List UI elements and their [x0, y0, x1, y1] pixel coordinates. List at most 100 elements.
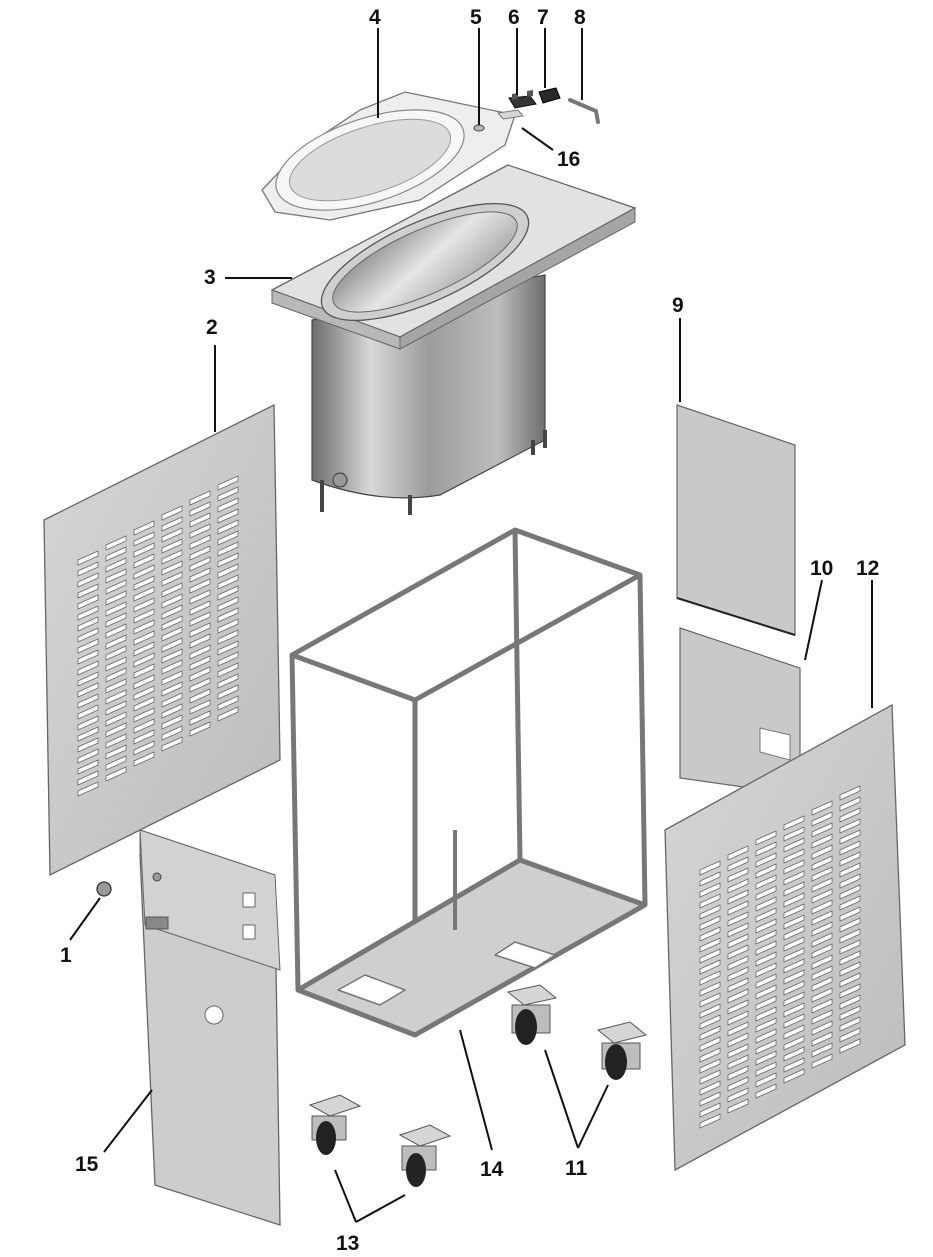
callout-14: 14 — [480, 1158, 504, 1181]
callout-15: 15 — [75, 1153, 99, 1176]
louvre-slot — [727, 922, 749, 938]
louvre-slot — [217, 662, 239, 678]
louvre-slot — [161, 714, 183, 730]
louvre-slot — [839, 994, 861, 1010]
louvre-slot — [105, 579, 127, 595]
louvre-slot — [189, 666, 211, 682]
louvre-slot — [77, 726, 99, 742]
louvre-slot — [727, 1032, 749, 1048]
louvre-slot — [105, 634, 127, 650]
louvre-slot — [133, 674, 155, 690]
louvre-slot — [755, 896, 777, 912]
louvre-slot — [699, 1069, 721, 1085]
louvre-slot — [217, 508, 239, 524]
louvre-slot — [105, 722, 127, 738]
louvre-slot — [811, 987, 833, 1003]
louvre-slot — [105, 766, 127, 782]
louvre-slot — [133, 707, 155, 723]
louvre-slot — [217, 530, 239, 546]
louvre-slot — [77, 594, 99, 610]
louvre-slot — [699, 959, 721, 975]
part-9-panel — [676, 404, 796, 636]
louvre-slot — [189, 501, 211, 517]
louvre-slot — [783, 936, 805, 952]
louvre-slot — [755, 1061, 777, 1077]
louvre-slot — [783, 1046, 805, 1062]
louvre-slot — [217, 651, 239, 667]
louvre-slot — [811, 1053, 833, 1069]
louvre-slot — [839, 1016, 861, 1032]
louvre-slot — [133, 564, 155, 580]
louvre-slot — [839, 1038, 861, 1054]
louvre-slot — [839, 939, 861, 955]
louvre-slot — [105, 656, 127, 672]
louvre-slot — [811, 855, 833, 871]
louvre-slot — [699, 937, 721, 953]
louvre-slot — [105, 744, 127, 760]
louvre-slots — [699, 785, 861, 1129]
louvre-slot — [77, 693, 99, 709]
louvre-slot — [133, 531, 155, 547]
louvre-slot — [783, 848, 805, 864]
louvre-slot — [811, 1031, 833, 1047]
louvre-slot — [839, 906, 861, 922]
louvre-slot — [811, 932, 833, 948]
louvre-slot — [839, 972, 861, 988]
louvre-slot — [77, 627, 99, 643]
louvre-slot — [811, 1020, 833, 1036]
louvre-slot — [783, 892, 805, 908]
louvre-slot — [133, 740, 155, 756]
louvre-slot — [217, 585, 239, 601]
callout-6: 6 — [508, 6, 520, 29]
louvre-slot — [105, 689, 127, 705]
louvre-slot — [189, 688, 211, 704]
louvre-slot — [727, 1054, 749, 1070]
louvre-slot — [161, 626, 183, 642]
louvre-slot — [839, 1005, 861, 1021]
louvre-slot — [161, 527, 183, 543]
louvre-slot — [839, 873, 861, 889]
louvre-slot — [133, 663, 155, 679]
callout-3: 3 — [204, 266, 216, 289]
louvre-slot — [77, 671, 99, 687]
louvre-slot — [811, 899, 833, 915]
louvre-slot — [811, 833, 833, 849]
louvre-slot — [189, 655, 211, 671]
louvre-slot — [77, 737, 99, 753]
louvre-slot — [755, 973, 777, 989]
part-1-plug — [96, 881, 112, 897]
louvre-slot — [839, 983, 861, 999]
louvre-slot — [783, 1002, 805, 1018]
callout-1: 1 — [60, 944, 72, 967]
louvre-slot — [783, 837, 805, 853]
louvre-slot — [755, 984, 777, 1000]
louvre-slot — [161, 571, 183, 587]
louvre-slot — [727, 889, 749, 905]
louvre-slot — [783, 881, 805, 897]
louvre-slot — [755, 907, 777, 923]
louvre-slot — [217, 552, 239, 568]
louvre-slot — [699, 1014, 721, 1030]
louvre-slot — [727, 1010, 749, 1026]
part-10-panel — [679, 627, 801, 796]
louvre-slot — [189, 523, 211, 539]
louvre-slot — [105, 612, 127, 628]
louvre-slot — [217, 519, 239, 535]
louvre-slot — [133, 685, 155, 701]
louvre-slot — [783, 859, 805, 875]
louvre-slot — [217, 706, 239, 722]
louvre-slot — [133, 553, 155, 569]
louvre-slot — [217, 607, 239, 623]
part-7-block — [538, 87, 561, 104]
callout-13: 13 — [336, 1232, 359, 1255]
part-2-left-panel — [43, 403, 281, 877]
louvre-slot — [77, 781, 99, 797]
louvre-slot — [699, 926, 721, 942]
callout-10: 10 — [810, 557, 833, 580]
louvre-slot — [755, 929, 777, 945]
louvre-slot — [161, 582, 183, 598]
louvre-slot — [699, 981, 721, 997]
louvre-slot — [133, 520, 155, 536]
louvre-slot — [727, 999, 749, 1015]
louvre-slot — [783, 1024, 805, 1040]
